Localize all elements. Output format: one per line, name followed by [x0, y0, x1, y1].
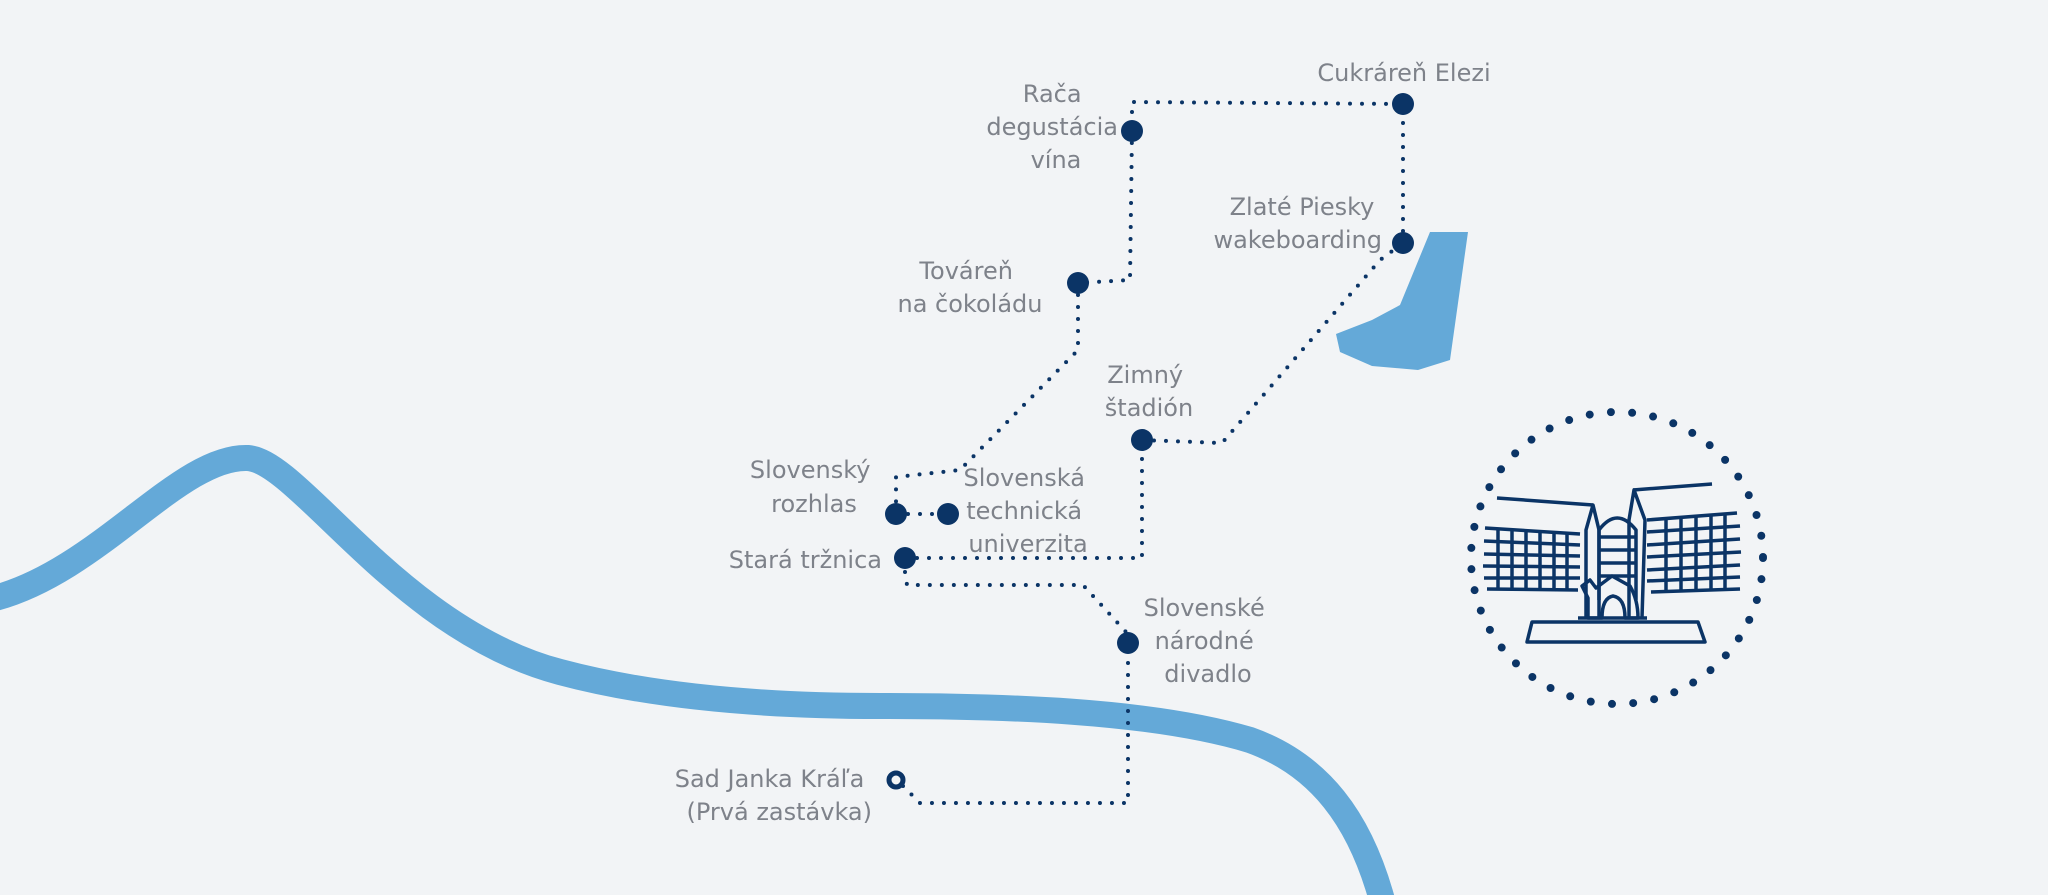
label-line: na čokoládu	[898, 290, 1043, 318]
label-line: Zlaté Piesky	[1230, 193, 1375, 221]
label-line: wakeboarding	[1213, 226, 1382, 254]
label-rozhlas: Slovenský rozhlas	[750, 456, 878, 518]
label-stu: Slovenská technická univerzita	[963, 464, 1092, 558]
label-line: Slovenský	[750, 456, 871, 484]
label-line: divadlo	[1164, 660, 1251, 688]
label-line: Stará tržnica	[729, 546, 882, 574]
stop-raca[interactable]	[1121, 120, 1143, 142]
stop-stara-trznica[interactable]	[894, 547, 916, 569]
label-stara-trznica: Stará tržnica	[729, 546, 882, 574]
stop-cukraren[interactable]	[1392, 93, 1414, 115]
label-line: Zimný	[1107, 361, 1183, 389]
label-snd: Slovenské národné divadlo	[1144, 594, 1273, 688]
label-line: vína	[1031, 146, 1082, 174]
stop-rozhlas[interactable]	[885, 503, 907, 525]
label-line: Sad Janka Kráľa	[675, 765, 865, 793]
building-landmark-icon	[1467, 408, 1767, 708]
stop-stu[interactable]	[937, 503, 959, 525]
label-line: (Prvá zastávka)	[687, 798, 873, 826]
label-line: štadión	[1105, 394, 1193, 422]
stop-zimny-stadion[interactable]	[1131, 429, 1153, 451]
label-line: technická	[966, 497, 1082, 525]
label-line: národné	[1155, 627, 1254, 655]
label-cukraren: Cukráreň Elezi	[1317, 59, 1490, 87]
label-sad-janka-krala: Sad Janka Kráľa (Prvá zastávka)	[675, 765, 872, 826]
label-raca: Rača degustácia vína	[986, 80, 1125, 174]
stop-tovaren[interactable]	[1067, 272, 1089, 294]
label-line: degustácia	[986, 113, 1118, 141]
route-line	[894, 99, 1405, 805]
label-line: Továreň	[918, 257, 1013, 285]
label-tovaren: Továreň na čokoládu	[898, 257, 1043, 318]
zlate-piesky-lake	[1336, 232, 1468, 370]
label-line: Rača	[1023, 80, 1082, 108]
label-zlate-piesky: Zlaté Piesky wakeboarding	[1213, 193, 1382, 254]
label-line: univerzita	[968, 530, 1087, 558]
label-line: Slovenské	[1144, 594, 1265, 622]
label-line: Slovenská	[963, 464, 1084, 492]
label-line: Cukráreň Elezi	[1317, 59, 1490, 87]
stop-snd[interactable]	[1117, 632, 1139, 654]
label-zimny-stadion: Zimný štadión	[1105, 361, 1193, 422]
stop-zlate-piesky[interactable]	[1392, 232, 1414, 254]
danube-river	[0, 445, 1395, 895]
stop-sad-janka-krala[interactable]	[886, 770, 906, 790]
label-line: rozhlas	[771, 490, 857, 518]
